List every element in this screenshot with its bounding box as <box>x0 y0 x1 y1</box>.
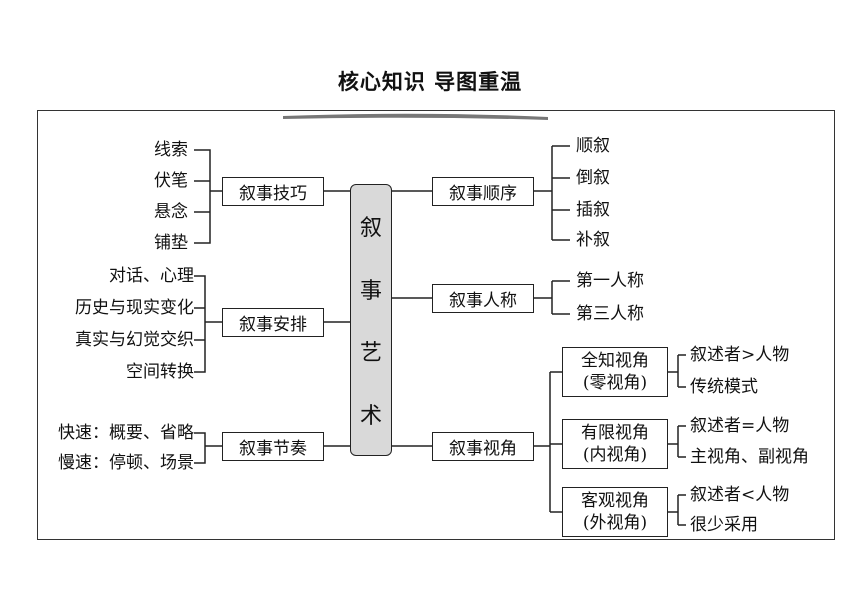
leaf-fast-pace: 快速：概要、省略 <box>58 423 194 443</box>
connector-sub1-items <box>668 354 686 388</box>
node-narrative-person: 叙事人称 <box>432 284 534 313</box>
node-objective-view: 客观视角 (外视角) <box>562 487 668 537</box>
center-char: 叙 <box>359 216 382 242</box>
leaf-omniscient-relation: 叙述者>人物 <box>690 345 790 365</box>
center-char: 术 <box>359 403 382 429</box>
node-omniscient-view-note: (零视角) <box>582 373 648 393</box>
leaf-history-reality: 历史与现实变化 <box>75 298 194 318</box>
node-narrative-rhythm: 叙事节奏 <box>222 432 324 461</box>
leaf-chronological: 顺叙 <box>576 136 610 156</box>
leaf-foreshadow: 伏笔 <box>154 171 188 191</box>
node-limited-view-note: (内视角) <box>582 445 648 465</box>
leaf-dialogue-psychology: 对话、心理 <box>109 266 194 286</box>
leaf-limited-mode: 主视角、副视角 <box>690 447 809 467</box>
leaf-space-shift: 空间转换 <box>126 362 194 382</box>
leaf-supplementary: 补叙 <box>576 230 610 250</box>
leaf-interpolation: 插叙 <box>576 200 610 220</box>
node-narrative-skill: 叙事技巧 <box>222 177 324 206</box>
node-narrative-perspective: 叙事视角 <box>432 432 534 461</box>
leaf-omniscient-mode: 传统模式 <box>690 377 758 397</box>
leaf-objective-relation: 叙述者<人物 <box>690 485 790 505</box>
leaf-slow-pace: 慢速：停顿、场景 <box>58 453 194 473</box>
diagram-frame <box>37 110 835 540</box>
connector-sub3-items <box>668 494 686 526</box>
connector-order-items <box>534 145 570 241</box>
connector-arrange-items <box>194 275 222 373</box>
connector-person-items <box>534 280 570 315</box>
leaf-third-person: 第三人称 <box>576 304 644 324</box>
leaf-limited-relation: 叙述者=人物 <box>690 416 790 436</box>
center-box-narrative-art: 叙 事 艺 术 <box>350 184 392 456</box>
node-objective-view-title: 客观视角 <box>581 491 649 511</box>
leaf-reality-illusion: 真实与幻觉交织 <box>75 330 194 350</box>
connector-rhythm-items <box>194 432 222 464</box>
node-narrative-arrangement: 叙事安排 <box>222 308 324 337</box>
node-limited-view-title: 有限视角 <box>581 423 649 443</box>
center-char: 艺 <box>359 341 382 367</box>
node-omniscient-view-title: 全知视角 <box>581 351 649 371</box>
node-objective-view-note: (外视角) <box>582 513 648 533</box>
connector-sub2-items <box>668 425 686 458</box>
page-title: 核心知识 导图重温 <box>337 70 523 94</box>
node-narrative-order: 叙事顺序 <box>432 177 534 206</box>
leaf-setup: 铺垫 <box>154 233 188 253</box>
leaf-objective-mode: 很少采用 <box>690 515 758 535</box>
node-limited-view: 有限视角 (内视角) <box>562 419 668 469</box>
title-underline <box>283 113 548 120</box>
leaf-flashback: 倒叙 <box>576 168 610 188</box>
leaf-first-person: 第一人称 <box>576 271 644 291</box>
connector-view-subs <box>534 371 562 513</box>
leaf-suspense: 悬念 <box>154 202 188 222</box>
leaf-clue: 线索 <box>154 140 188 160</box>
center-char: 事 <box>359 278 382 304</box>
node-omniscient-view: 全知视角 (零视角) <box>562 347 668 397</box>
connector-skill-items <box>194 149 222 244</box>
